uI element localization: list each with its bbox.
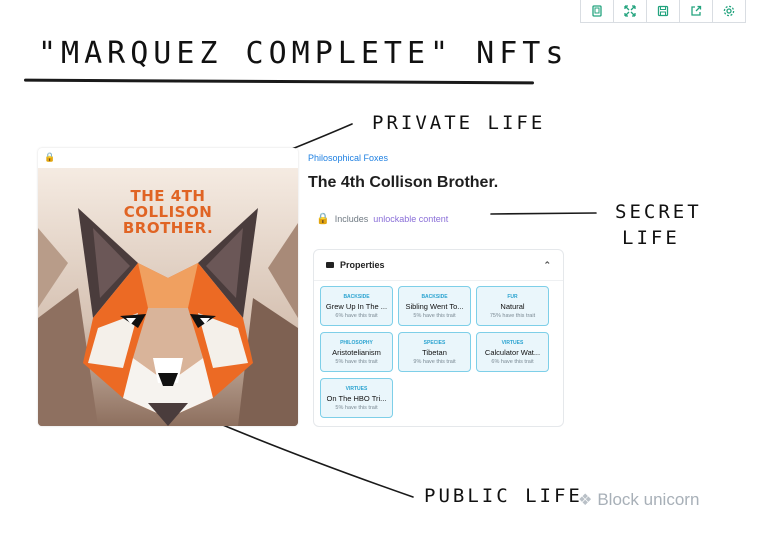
trait-value: Sibling Went To... [405, 301, 464, 311]
unlock-prefix: Includes [334, 213, 369, 224]
properties-title: Properties [340, 260, 385, 270]
trait-type: Backside [343, 293, 370, 300]
chevron-up-icon[interactable]: ⌃ [543, 259, 551, 270]
lock-icon: 🔒 [44, 152, 56, 162]
annotation-public-life: PUBLIC LIFE [424, 485, 583, 507]
trait-rarity: 6% have this trait [335, 312, 378, 319]
top-toolbar [580, 0, 746, 23]
trait-type: Fur [507, 293, 518, 300]
trait-value: Calculator Wat... [484, 347, 541, 357]
artwork-line-3: BROTHER. [122, 219, 214, 237]
trait-type: Philosophy [340, 339, 373, 346]
watermark: ❖ Block unicorn [578, 490, 699, 510]
trait-card[interactable]: Philosophy Aristotelianism 5% have this … [320, 332, 393, 372]
trait-card[interactable]: Backside Grew Up In The ... 6% have this… [320, 286, 393, 326]
collection-link[interactable]: Philosophical Foxes [308, 153, 389, 163]
expand-icon[interactable] [614, 0, 647, 22]
save-icon[interactable] [647, 0, 680, 22]
trait-type: Virtues [345, 385, 368, 392]
artwork-line-1: THE 4TH [130, 187, 206, 205]
copy-icon[interactable] [581, 0, 614, 22]
trait-type: Species [423, 339, 446, 346]
unlockable-content-link[interactable]: unlockable content [373, 213, 449, 224]
annotation-life: LIFE [622, 227, 680, 249]
trait-type: Backside [421, 293, 448, 300]
unlockable-content-row[interactable]: 🔒 Includes unlockable content [316, 212, 448, 225]
traits-grid: Backside Grew Up In The ... 6% have this… [320, 286, 549, 418]
chat-bubble-icon: ❖ [578, 492, 593, 509]
trait-rarity: 6% have this trait [491, 358, 534, 365]
trait-rarity: 5% have this trait [413, 312, 456, 319]
trait-value: Grew Up In The ... [325, 301, 388, 311]
nft-title: The 4th Collison Brother. [308, 174, 499, 191]
trait-card[interactable]: Virtues Calculator Wat... 6% have this t… [476, 332, 549, 372]
tag-icon [326, 262, 334, 268]
artwork-line-2: COLLISON [123, 203, 213, 221]
trait-type: Virtues [501, 339, 524, 346]
annotation-private-life: PRIVATE LIFE [372, 112, 546, 134]
trait-rarity: 75% have this trait [489, 312, 536, 319]
trait-card[interactable]: Fur Natural 75% have this trait [476, 286, 549, 326]
trait-rarity: 9% have this trait [413, 358, 456, 365]
trait-rarity: 5% have this trait [335, 358, 378, 365]
properties-header[interactable]: Properties ⌃ [314, 250, 563, 281]
trait-rarity: 5% have this trait [335, 404, 378, 411]
trait-value: Natural [500, 301, 525, 311]
settings-icon[interactable] [713, 0, 745, 22]
trait-card[interactable]: Backside Sibling Went To... 5% have this… [398, 286, 471, 326]
lock-icon: 🔒 [316, 213, 330, 225]
page-title: "MARQUEZ COMPLETE" NFTs [38, 36, 569, 71]
annotation-secret: SECRET [615, 201, 702, 223]
fox-artwork [38, 168, 298, 426]
trait-value: On The HBO Tri... [326, 393, 387, 403]
share-icon[interactable] [680, 0, 713, 22]
nft-artwork-card[interactable]: 🔒 [38, 148, 298, 426]
trait-card[interactable]: Virtues On The HBO Tri... 5% have this t… [320, 378, 393, 418]
artwork-caption: THE 4TH COLLISON BROTHER. [38, 188, 298, 236]
trait-card[interactable]: Species Tibetan 9% have this trait [398, 332, 471, 372]
watermark-text: Block unicorn [597, 490, 700, 509]
trait-value: Aristotelianism [332, 347, 381, 357]
properties-panel: Properties ⌃ Backside Grew Up In The ...… [313, 249, 564, 427]
trait-value: Tibetan [422, 347, 447, 357]
